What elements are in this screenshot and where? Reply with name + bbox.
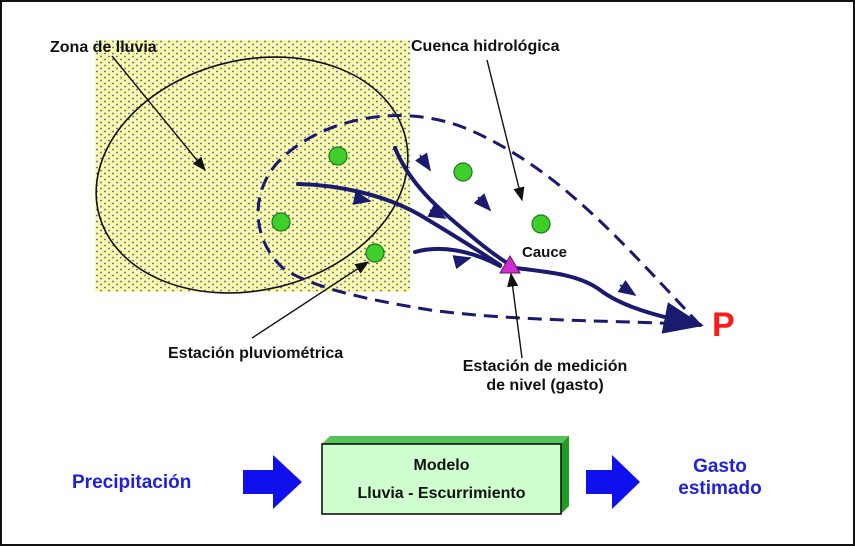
pointer-lines: [111, 55, 525, 359]
arrow-to-output: [586, 455, 640, 509]
arrow-to-model: [243, 455, 302, 509]
output-label-1: Gasto: [693, 456, 747, 477]
model-box-side: [561, 436, 569, 514]
input-label: Precipitación: [72, 472, 192, 493]
rain-stations: [271, 146, 551, 263]
output-label-2: estimado: [678, 478, 762, 499]
rain-station-label: Estación pluviométrica: [168, 345, 344, 362]
flow-arrows: [352, 152, 637, 296]
rain-station-4: [365, 243, 385, 263]
rain-station-2: [453, 162, 473, 182]
rain-zone-ellipse: [95, 56, 409, 294]
rain-station-5: [531, 214, 551, 234]
level-station-label-2: de nivel (gasto): [486, 377, 604, 394]
rain-station-3: [271, 212, 291, 232]
model-box: [321, 443, 562, 515]
rain-zone-label: Zona de lluvia: [50, 39, 157, 56]
model-box-top: [322, 436, 569, 444]
model-label-2: Lluvia - Escurrimiento: [357, 485, 526, 502]
river-network: [296, 146, 704, 334]
channel-label: Cauce: [522, 244, 568, 261]
model-label-1: Modelo: [413, 457, 470, 474]
basin-label: Cuenca hidrológica: [411, 38, 560, 55]
outlet-label: P: [712, 306, 735, 344]
rain-station-1: [328, 146, 348, 166]
level-station-label-1: Estación de medición: [462, 358, 628, 375]
basin-outline: [256, 114, 702, 327]
